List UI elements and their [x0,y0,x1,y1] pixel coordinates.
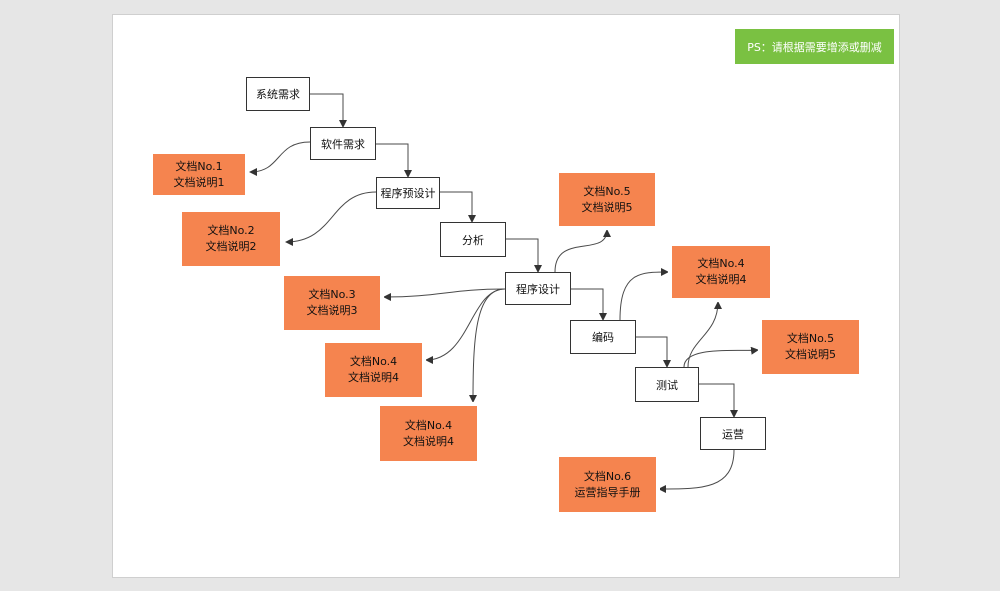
edge-design-doc4a [425,288,506,364]
doc-box-5a[interactable]: 文档No.5 文档说明5 [555,169,659,230]
doc-desc: 运营指导手册 [574,485,641,499]
process-label: 程序设计 [516,282,560,296]
doc-desc: 文档说明5 [785,348,836,361]
edge-testing-operation [699,383,738,418]
doc-box-2[interactable]: 文档No.2 文档说明2 [178,208,284,270]
edge-analysis-design [506,238,542,273]
ps-note-text: PS：请根据需要增添或删减 [747,40,882,54]
edge-design-doc4b [469,288,506,403]
process-software-requirements[interactable]: 软件需求 [310,127,376,160]
process-label: 编码 [592,331,614,344]
process-label: 软件需求 [321,137,365,151]
doc-desc: 文档说明5 [581,200,633,214]
process-label: 分析 [462,233,484,247]
edge-design-doc3 [383,288,506,301]
edge-softreq-doc1 [249,141,311,176]
process-label: 测试 [656,378,678,392]
edge-predesign-doc2 [285,191,377,246]
doc-box-4b[interactable]: 文档No.4 文档说明4 [376,402,481,465]
doc-title: 文档No.5 [583,184,631,198]
doc-title: 文档No.1 [175,159,223,173]
process-system-requirements[interactable]: 系统需求 [246,77,310,111]
edge-coding-doc4c [619,268,669,321]
doc-box-3[interactable]: 文档No.3 文档说明3 [280,272,384,334]
edge-coding-testing [636,336,671,368]
doc-desc: 文档说明4 [403,434,454,448]
edge-testing-doc4d [687,301,722,368]
doc-desc: 文档说明3 [306,304,358,317]
edge-predesign-analysis [440,191,476,223]
doc-desc: 文档说明4 [695,273,747,286]
doc-title: 文档No.4 [349,355,398,368]
process-analysis[interactable]: 分析 [440,222,506,257]
doc-title: 文档No.4 [404,418,453,432]
doc-desc: 文档说明4 [348,371,399,384]
doc-title: 文档No.2 [207,224,255,237]
process-label: 系统需求 [256,88,300,101]
doc-desc: 文档说明1 [173,175,225,189]
doc-title: 文档No.5 [786,332,835,345]
ps-note: PS：请根据需要增添或删减 [735,29,894,64]
doc-box-4a[interactable]: 文档No.4 文档说明4 [321,339,426,401]
edge-design-coding [571,288,607,321]
doc-box-5b[interactable]: 文档No.5 文档说明5 [758,316,863,378]
doc-title: 文档No.3 [308,288,356,301]
process-pre-design[interactable]: 程序预设计 [376,177,440,209]
process-design[interactable]: 程序设计 [505,272,571,305]
edge-softreq-predesign [376,143,412,178]
doc-title: 文档No.4 [697,257,745,270]
edge-testing-doc5b [683,346,759,368]
doc-box-1[interactable]: 文档No.1 文档说明1 [149,150,249,199]
process-label: 运营 [722,427,744,441]
edge-sysreq-softreq [310,93,347,128]
process-testing[interactable]: 测试 [635,367,699,402]
doc-box-6[interactable]: 文档No.6 运营指导手册 [555,453,660,516]
edge-operation-doc6 [658,449,735,494]
doc-box-4c[interactable]: 文档No.4 文档说明4 [668,242,774,302]
process-coding[interactable]: 编码 [570,320,636,354]
doc-title: 文档No.6 [583,469,632,483]
edge-design-doc5a [554,229,611,273]
doc-desc: 文档说明2 [205,240,257,253]
process-label: 程序预设计 [380,187,436,200]
process-operation[interactable]: 运营 [700,417,766,450]
